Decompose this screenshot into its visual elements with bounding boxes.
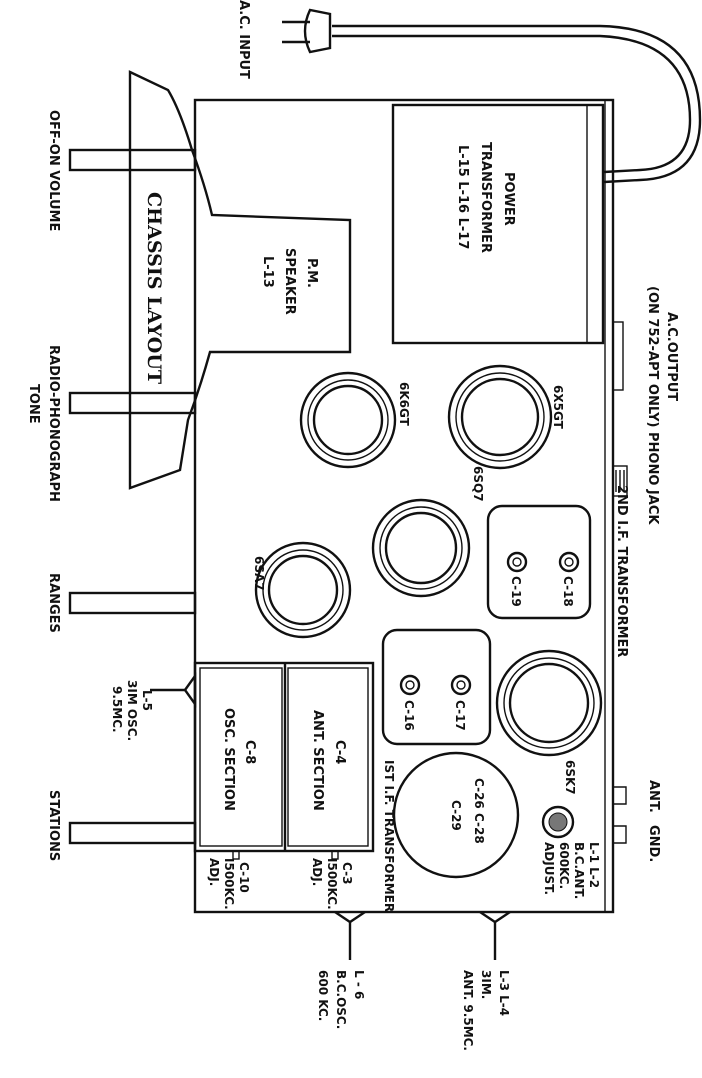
ant-terminal xyxy=(613,786,627,805)
ant-section-line1: C-4 xyxy=(332,740,347,764)
l6-label-1: L - 6 xyxy=(352,970,366,999)
c3-label-2: I500KC. xyxy=(325,858,339,910)
c10-label-2: I500KC. xyxy=(222,858,236,910)
l3-l4-label-3: ANT. 9.5MC. xyxy=(461,970,475,1051)
l5-label-2: 3IM OSC. xyxy=(125,680,139,741)
bc-ant-adjust-screw xyxy=(548,812,568,832)
l3-l4-label-2: 3IM. xyxy=(479,970,493,999)
power-transformer xyxy=(391,103,605,345)
tube-6sa7-label: 6SA7 xyxy=(252,556,266,591)
ac-output-label-2: (ON 752-APT ONLY) xyxy=(645,286,660,427)
l3-l4-label-1: L-3 L-4 xyxy=(497,970,511,1016)
ant-section-line2: ANT. SECTION xyxy=(310,710,325,811)
chassis-layout-title: CHASSIS LAYOUT xyxy=(143,192,165,384)
second-if-label: 2ND I.F. TRANSFORMER xyxy=(614,485,629,657)
c17-label: C-17 xyxy=(453,700,467,731)
power-transformer-line3: L-15 L-16 L-17 xyxy=(455,145,470,249)
osc-section-line1: C-8 xyxy=(242,740,257,764)
ranges-label: RANGES xyxy=(46,573,61,633)
l6-label-3: 600 KC. xyxy=(316,970,330,1021)
c3-label-3: ADJ. xyxy=(310,858,324,886)
gang-condenser xyxy=(193,661,375,853)
l5-label-1: L-5 xyxy=(140,690,154,711)
bc-ant-label-4: ADJUST. xyxy=(542,842,556,895)
c10-label-1: C-10 xyxy=(237,862,251,893)
bc-ant-label-2: B.C.ANT. xyxy=(572,842,586,899)
c10-label-3: ADJ. xyxy=(207,858,221,886)
ac-output-socket xyxy=(612,321,624,391)
gnd-terminal xyxy=(613,825,627,844)
bc-ant-label-1: L-1 L-2 xyxy=(587,842,601,888)
c18-label: C-18 xyxy=(561,576,575,607)
ac-input-label: A.C. INPUT xyxy=(236,0,251,79)
stations-label: STATIONS xyxy=(46,790,61,861)
power-transformer-line1: POWER xyxy=(501,172,516,226)
l5-label-3: 9.5MC. xyxy=(110,686,124,733)
tube-6x5gt xyxy=(447,364,553,470)
c3-label-1: C-3 xyxy=(340,862,354,884)
second-if-transformer xyxy=(486,504,592,620)
c19-label: C-19 xyxy=(509,576,523,607)
power-transformer-line2: TRANSFORMER xyxy=(478,142,493,253)
filter-caps-label-1: C-26 C-28 xyxy=(472,778,486,844)
speaker-line1: P.M. xyxy=(304,258,319,288)
speaker-line2: SPEAKER xyxy=(282,248,297,315)
tube-6k6gt-label: 6K6GT xyxy=(397,382,411,427)
ant-label: ANT. xyxy=(646,780,661,813)
tube-6sq7 xyxy=(371,498,471,598)
speaker-line3: L-13 xyxy=(260,256,275,288)
tube-6sk7-label: 6SK7 xyxy=(563,760,577,795)
tube-6sa7 xyxy=(254,541,352,639)
l6-label-2: B.C.OSC. xyxy=(334,970,348,1029)
first-if-transformer xyxy=(381,628,492,746)
osc-section-line2: OSC. SECTION xyxy=(221,708,236,811)
ac-output-label-1: A.C.OUTPUT xyxy=(664,312,679,401)
tube-6sk7 xyxy=(495,649,603,757)
radio-phono-label-1: RADIO-PHONOGRAPH xyxy=(46,345,61,502)
phono-jack-label: PHONO JACK xyxy=(645,432,660,525)
bc-ant-label-3: 600KC. xyxy=(557,842,571,889)
gnd-label: GND. xyxy=(646,825,661,862)
chassis-outline xyxy=(193,98,615,914)
filter-caps-label-2: C-29 xyxy=(449,800,463,831)
off-on-volume-label: OFF-ON VOLUME xyxy=(46,110,61,231)
filter-capacitor-can xyxy=(392,751,520,879)
ac-power-cord xyxy=(282,8,702,184)
phono-jack xyxy=(612,465,628,497)
c16-label: C-16 xyxy=(402,700,416,731)
tube-6k6gt xyxy=(299,371,397,469)
tube-6sq7-label: 6SQ7 xyxy=(471,466,485,502)
tube-6x5gt-label: 6X5GT xyxy=(551,385,565,430)
first-if-label: IST I.F. TRANSFORMER xyxy=(382,760,396,912)
radio-phono-label-2: TONE xyxy=(26,384,41,424)
